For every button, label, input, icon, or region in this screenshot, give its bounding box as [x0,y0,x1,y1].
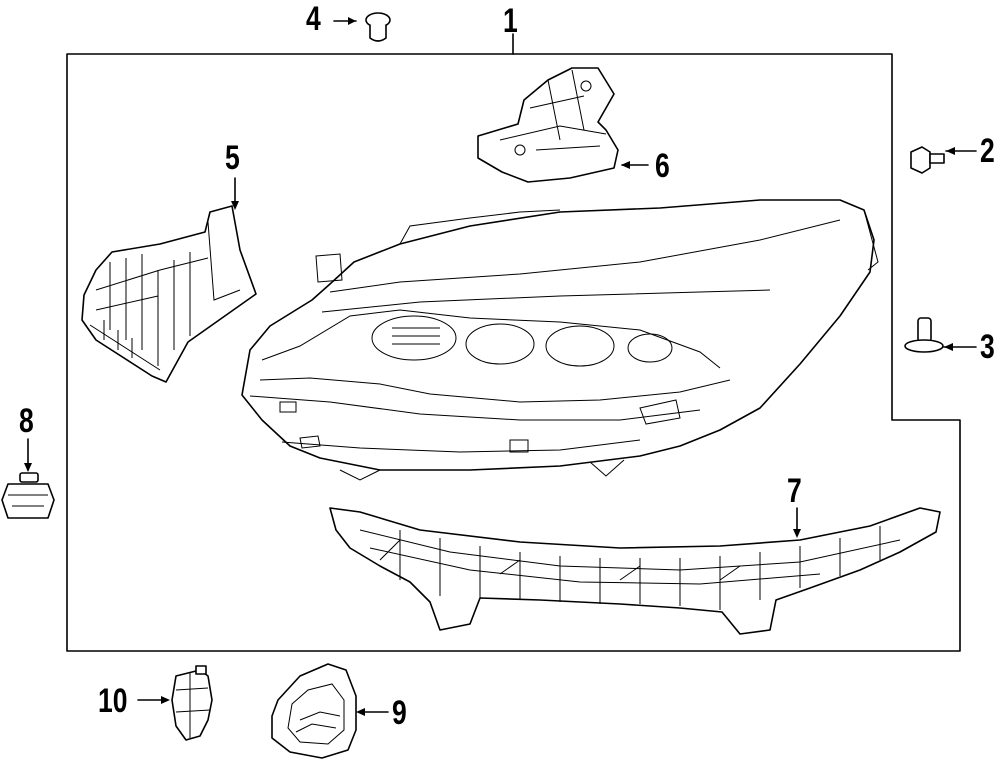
part-7-trim [329,507,941,635]
callout-8: 8 [19,402,34,440]
part-3-stud [904,317,977,353]
callout-4: 4 [306,0,321,38]
part-2-bolt [910,146,977,174]
part-8-nut [1,438,55,519]
assembly-boundary [66,53,961,652]
part-4-clip [333,12,391,42]
callout-10: 10 [98,682,128,720]
part-6-bracket [477,67,649,183]
callout-7: 7 [787,472,802,510]
part-9-housing [271,663,389,759]
part-1-headlamp [241,199,879,481]
callout-9: 9 [392,694,407,732]
part-10-socket [137,665,213,741]
callout-2: 2 [980,132,995,170]
callout-1: 1 [503,2,518,40]
part-5-bracket [81,177,257,383]
callout-5: 5 [225,139,240,177]
callout-6: 6 [655,147,670,185]
callout-3: 3 [980,328,995,366]
